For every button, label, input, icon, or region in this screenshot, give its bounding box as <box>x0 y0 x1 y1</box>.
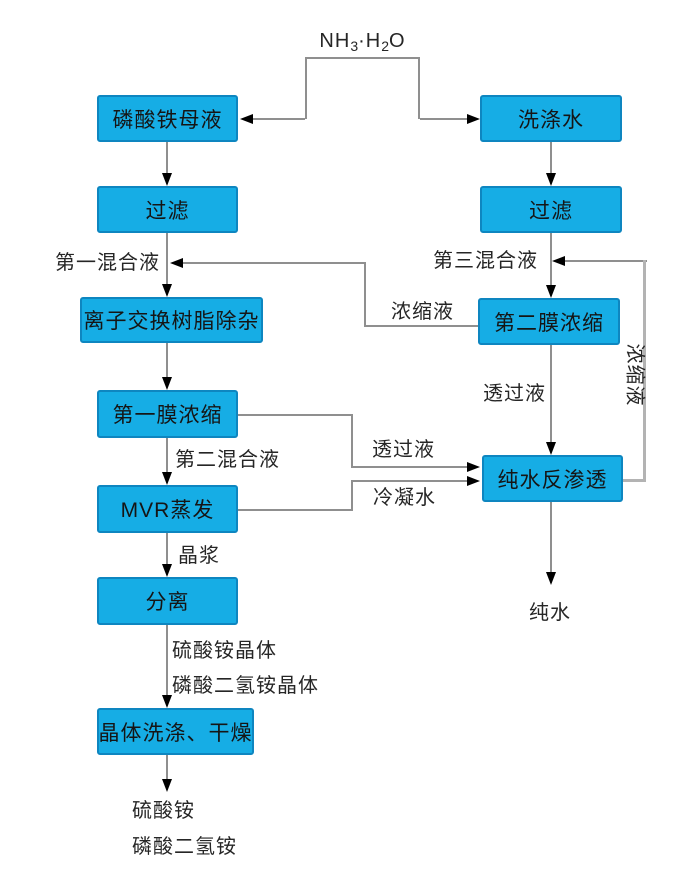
node-mvr-evaporation: MVR蒸发 <box>97 485 238 533</box>
node-ion-exchange: 离子交换树脂除杂 <box>80 297 263 343</box>
connector-ro-to-pure-water <box>550 502 552 572</box>
node-label: 晶体洗涤、干燥 <box>98 721 253 745</box>
connector-loop-vertical <box>643 260 646 481</box>
connector-mvr-to-separation <box>166 533 168 564</box>
connector-loop-top <box>565 260 647 262</box>
connector-fe-to-filter <box>166 142 168 173</box>
connector-separation-to-wash-dry <box>166 625 168 695</box>
node-filter-left: 过滤 <box>97 186 238 233</box>
arrowhead-into-membrane1 <box>162 377 172 390</box>
connector-concentrate-left-vertical <box>364 262 366 326</box>
connector-wash-dry-to-products <box>166 755 168 779</box>
reagent-subscript: 2 <box>381 38 390 54</box>
connector-filter-to-ion-exchange <box>166 233 168 284</box>
label-permeate-membrane1: 透过液 <box>372 439 435 461</box>
node-separation: 分离 <box>97 577 238 625</box>
arrowhead-into-wash-dry <box>162 695 172 708</box>
arrowhead-into-filter-right <box>546 173 556 186</box>
arrowhead-into-products <box>162 779 172 792</box>
connector-reagent-to-wash-water <box>420 118 467 120</box>
node-label: 洗涤水 <box>518 108 584 132</box>
arrowhead-condensate-into-ro <box>467 476 480 486</box>
connector-concentrate-from-membrane2 <box>364 325 478 327</box>
connector-wash-water-to-filter <box>550 142 552 173</box>
arrowhead-into-ion-exchange <box>162 284 172 297</box>
arrowhead-permeate1-into-ro <box>467 462 480 472</box>
label-monoammonium-phosphate: 磷酸二氢铵 <box>132 836 237 858</box>
label-pure-water: 纯水 <box>529 602 571 624</box>
connector-ion-exchange-to-membrane1 <box>166 343 168 377</box>
node-label: 纯水反渗透 <box>497 468 608 492</box>
label-mix1: 第一混合液 <box>55 252 160 274</box>
arrowhead-into-filter-left <box>162 173 172 186</box>
connector-condensate-horizontal <box>238 509 353 511</box>
node-filter-right: 过滤 <box>480 186 622 233</box>
connector-loop-from-ro <box>623 479 646 482</box>
connector-reagent-to-mother-liquor <box>253 118 305 120</box>
label-mix3: 第三混合液 <box>433 250 538 272</box>
reagent-part: NH <box>319 30 351 52</box>
connector-concentrate-left-horizontal <box>183 262 365 264</box>
connector-permeate1-into-ro <box>351 466 467 468</box>
reagent-subscript: 3 <box>350 38 359 54</box>
label-permeate-membrane2: 透过液 <box>483 383 546 405</box>
arrowhead-into-mother-liquor <box>240 114 253 124</box>
node-label: 第一膜浓缩 <box>112 404 223 427</box>
arrowhead-into-membrane2 <box>546 285 556 298</box>
arrowhead-into-wash-water <box>467 114 480 124</box>
node-label: MVR蒸发 <box>120 499 215 522</box>
connector-condensate-vertical <box>351 480 353 511</box>
arrowhead-into-pure-water <box>546 572 556 585</box>
reagent-part: O <box>389 30 406 52</box>
connector-filter-to-membrane2 <box>550 233 552 285</box>
connector-permeate1-horizontal <box>238 414 353 416</box>
connector-reagent-left-drop <box>305 57 307 119</box>
label-monoammonium-phosphate-crystal: 磷酸二氢铵晶体 <box>172 675 319 697</box>
label-concentrate-loop: 浓缩液 <box>623 343 646 407</box>
label-crystal-slurry: 晶浆 <box>178 545 220 567</box>
node-fe-mother-liquor: 磷酸铁母液 <box>97 95 238 142</box>
connector-reagent-right-drop <box>418 57 420 119</box>
label-ammonium-sulfate-crystal: 硫酸铵晶体 <box>172 640 277 662</box>
arrowhead-into-mix1-junction <box>170 258 183 268</box>
connector-membrane1-to-mvr <box>166 438 168 472</box>
label-mix2: 第二混合液 <box>175 449 280 471</box>
node-label: 磷酸铁母液 <box>112 108 223 132</box>
node-label: 过滤 <box>145 199 190 223</box>
node-label: 过滤 <box>529 199 573 223</box>
arrowhead-into-mix3-junction <box>552 256 565 266</box>
connector-reagent-top <box>305 57 420 59</box>
node-membrane1: 第一膜浓缩 <box>97 390 238 438</box>
label-concentrate-to-mix1: 浓缩液 <box>391 301 454 323</box>
reagent-label: NH3·H2O <box>305 31 420 57</box>
node-label: 离子交换树脂除杂 <box>83 310 260 333</box>
node-pure-water-ro: 纯水反渗透 <box>482 455 623 502</box>
arrowhead-into-ro <box>546 442 556 455</box>
node-label: 第二膜浓缩 <box>494 311 604 335</box>
reagent-part: ·H <box>358 30 382 52</box>
connector-condensate-into-ro <box>351 480 467 482</box>
node-crystal-wash-dry: 晶体洗涤、干燥 <box>97 708 254 755</box>
connector-membrane2-to-ro <box>550 345 552 442</box>
label-ammonium-sulfate: 硫酸铵 <box>132 800 195 822</box>
connector-permeate1-vertical <box>351 414 353 467</box>
label-condensate: 冷凝水 <box>373 487 436 509</box>
node-wash-water: 洗涤水 <box>480 95 622 142</box>
arrowhead-into-separation <box>162 564 172 577</box>
arrowhead-into-mvr <box>162 472 172 485</box>
node-label: 分离 <box>145 591 190 614</box>
node-membrane2: 第二膜浓缩 <box>478 298 620 345</box>
